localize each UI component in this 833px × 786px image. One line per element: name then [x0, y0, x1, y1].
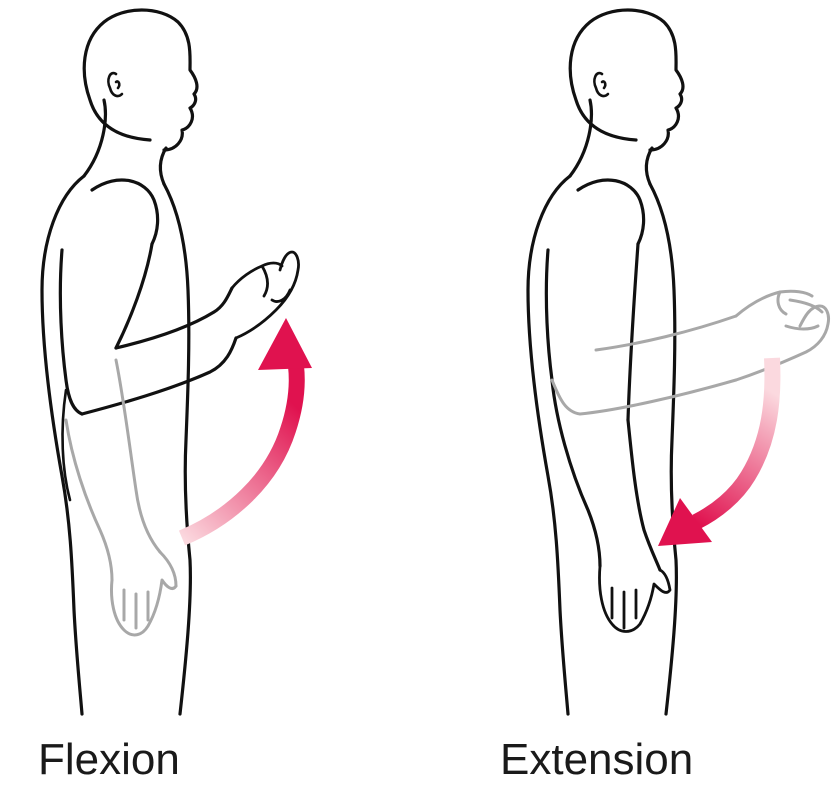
extension-ghost-limb	[550, 289, 830, 416]
ear-outline	[593, 71, 610, 98]
flexion-arrow-shaft	[178, 365, 305, 546]
upper-arm-front	[626, 242, 640, 422]
neck-front	[158, 146, 168, 186]
neck-back	[568, 98, 593, 178]
neck-back	[82, 98, 107, 178]
ear-outline	[107, 71, 124, 98]
flexion-ghost-limb	[64, 358, 178, 637]
hand-outline	[598, 564, 672, 633]
shoulder-outline	[576, 178, 646, 246]
forearm-upper	[114, 286, 234, 350]
head-outline	[568, 8, 685, 152]
upper-arm-front	[114, 242, 154, 350]
extension-arrow-shaft	[692, 357, 781, 530]
flexion-arrow	[178, 318, 312, 546]
extension-arrow	[658, 357, 781, 546]
forearm-front	[626, 418, 662, 572]
front-outline	[162, 182, 192, 716]
back-outline	[40, 174, 86, 716]
extension-caption: Extension	[500, 735, 694, 784]
hand-outline	[230, 250, 300, 340]
flexion-figure	[40, 8, 300, 716]
flexion-caption: Flexion	[38, 735, 180, 784]
shoulder-outline	[90, 178, 160, 246]
back-outline	[526, 174, 572, 716]
forearm-back	[550, 378, 602, 568]
upper-arm-back	[58, 248, 84, 416]
flexion-arrow-head	[258, 318, 312, 370]
neck-front	[644, 146, 654, 186]
hip-line	[61, 388, 72, 502]
upper-arm-back	[544, 248, 554, 382]
front-outline	[648, 182, 678, 716]
extension-arrow-head	[658, 498, 712, 546]
head-outline	[82, 8, 199, 152]
extension-figure	[526, 8, 685, 716]
forearm-lower	[80, 336, 238, 416]
